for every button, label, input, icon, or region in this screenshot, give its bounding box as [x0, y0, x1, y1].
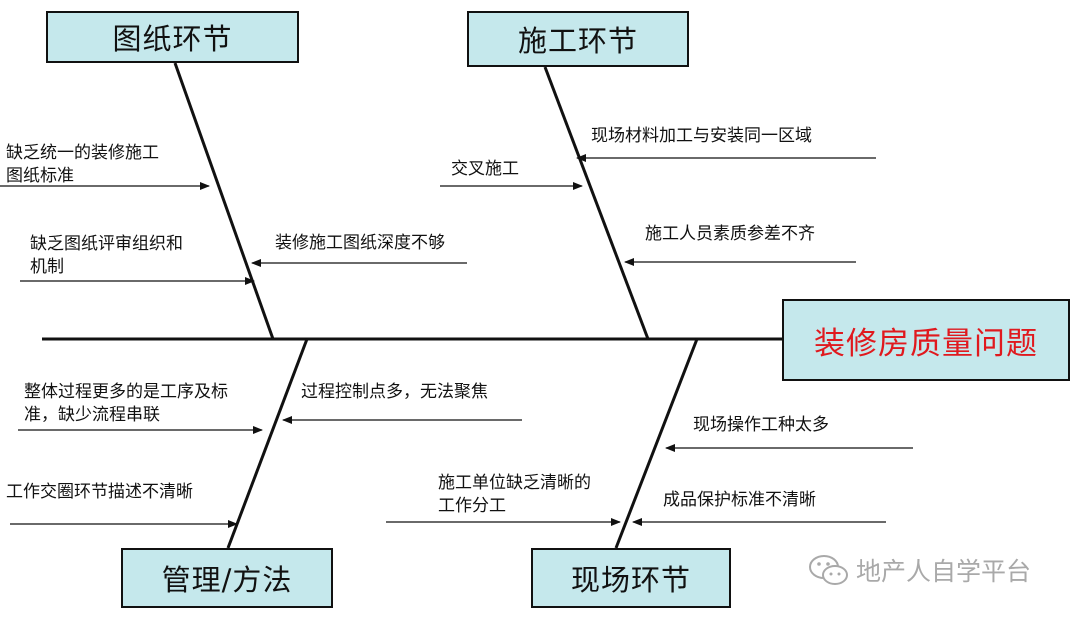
bone-site — [614, 338, 699, 549]
cause-text-line: 工作分工 — [438, 496, 506, 516]
bone-construction — [543, 66, 650, 340]
cause-label: 缺乏图纸评审组织和 机制 — [30, 233, 183, 279]
cause-label: 施工单位缺乏清晰的 工作分工 — [438, 472, 591, 518]
cause-text-line: 图纸标准 — [6, 166, 74, 186]
cause-label: 缺乏统一的装修施工 图纸标准 — [6, 142, 159, 188]
cause-label: 工作交圈环节描述不清晰 — [6, 482, 193, 502]
cause-label: 成品保护标准不清晰 — [663, 490, 816, 510]
category-drawings: 图纸环节 — [46, 11, 299, 63]
bone-drawings — [173, 62, 275, 340]
cause-text-line: 施工单位缺乏清晰的 — [438, 473, 591, 493]
category-construction: 施工环节 — [467, 11, 689, 67]
cause-text-line: 缺乏统一的装修施工 — [6, 143, 159, 163]
category-site: 现场环节 — [531, 548, 731, 608]
cause-label: 现场材料加工与安装同一区域 — [591, 126, 812, 146]
wechat-icon — [809, 555, 848, 585]
category-management: 管理/方法 — [121, 548, 333, 608]
cause-label: 整体过程更多的是工序及标 准，缺少流程串联 — [24, 381, 228, 427]
watermark-text: 地产人自学平台 — [856, 557, 1032, 586]
cause-label: 施工人员素质参差不齐 — [645, 224, 815, 244]
cause-text-line: 机制 — [30, 257, 64, 277]
cause-text-line: 准，缺少流程串联 — [24, 405, 160, 425]
effect-box: 装修房质量问题 — [782, 299, 1070, 381]
bone-management — [226, 338, 309, 549]
cause-label: 过程控制点多，无法聚焦 — [301, 382, 488, 402]
cause-label: 现场操作工种太多 — [693, 415, 829, 435]
cause-label: 交叉施工 — [451, 159, 519, 179]
watermark: 地产人自学平台 — [808, 552, 1031, 588]
cause-label: 装修施工图纸深度不够 — [275, 233, 445, 253]
cause-text-line: 缺乏图纸评审组织和 — [30, 234, 183, 254]
cause-text-line: 整体过程更多的是工序及标 — [24, 382, 228, 402]
